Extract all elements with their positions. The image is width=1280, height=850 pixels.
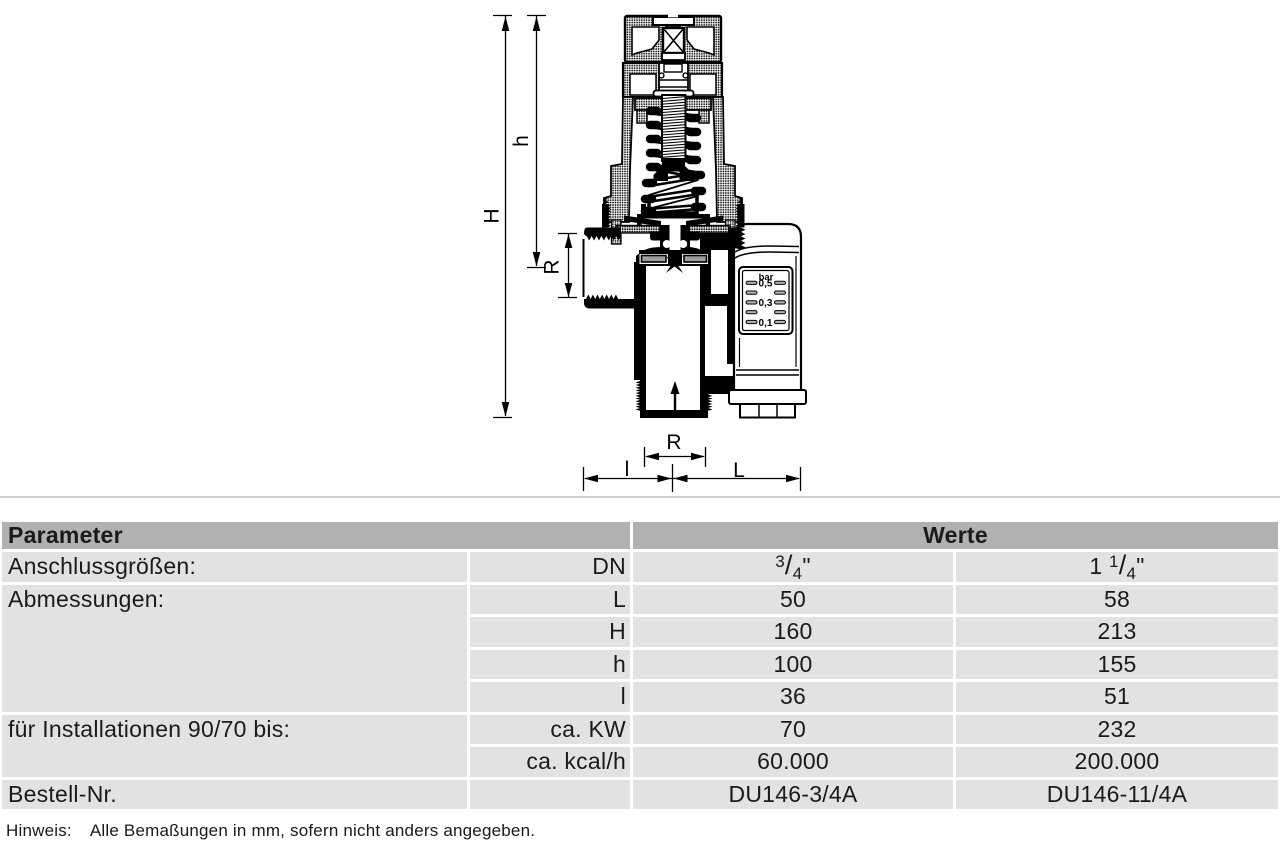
svg-text:0,5: 0,5 bbox=[759, 279, 773, 290]
svg-text:h: h bbox=[510, 135, 533, 147]
svg-text:L: L bbox=[733, 459, 745, 482]
svg-text:R: R bbox=[541, 259, 564, 274]
svg-text:R: R bbox=[666, 431, 681, 454]
svg-text:bar: bar bbox=[759, 272, 774, 283]
svg-text:0,1: 0,1 bbox=[759, 318, 773, 329]
svg-text:H: H bbox=[481, 208, 504, 223]
svg-text:l: l bbox=[625, 458, 630, 481]
svg-text:0,3: 0,3 bbox=[759, 298, 773, 309]
